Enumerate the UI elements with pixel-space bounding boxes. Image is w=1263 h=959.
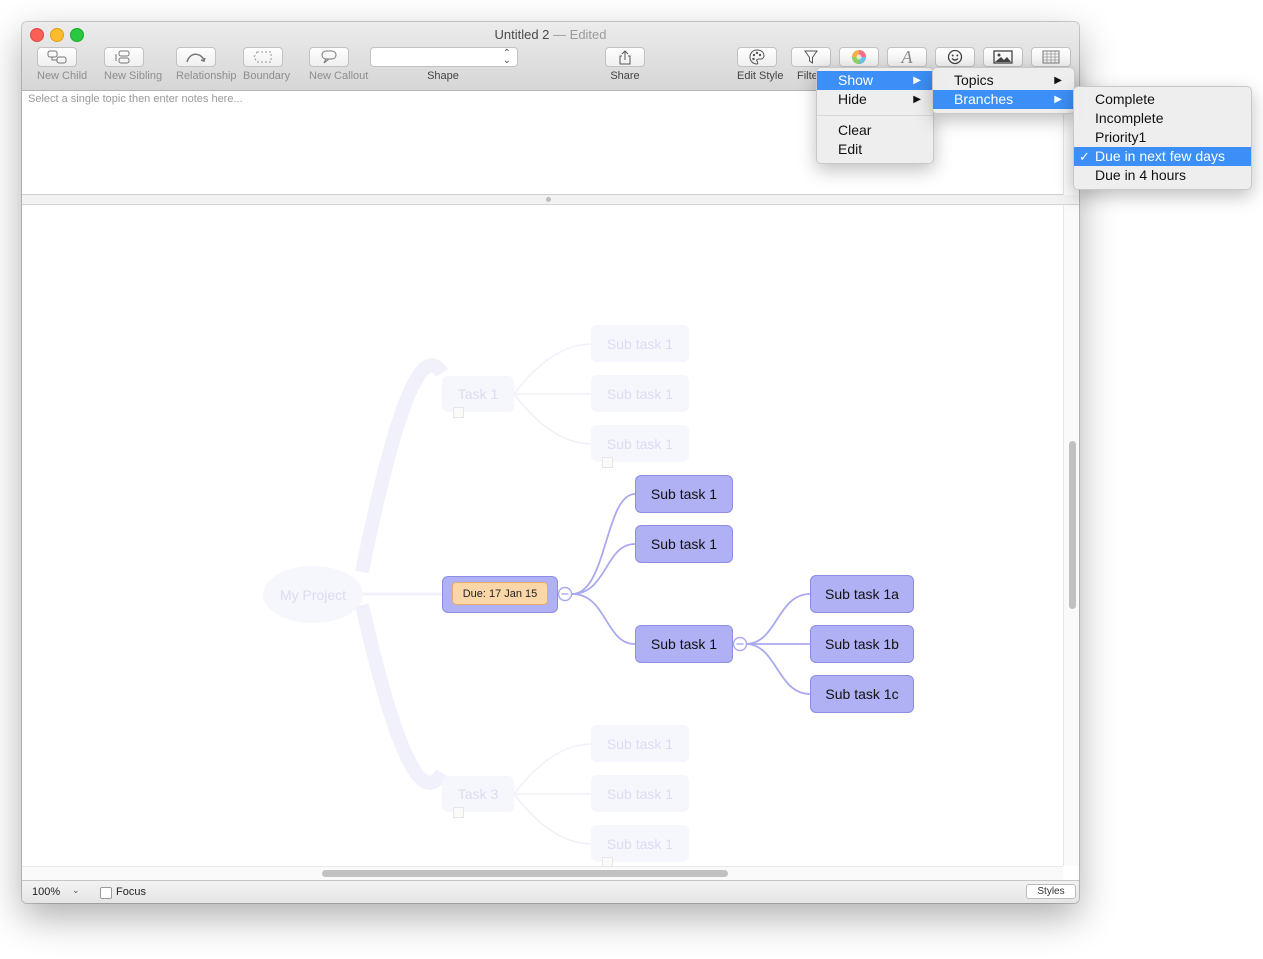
menu-item-branches-label: Branches [954,91,1014,107]
focus-checkbox[interactable] [100,887,112,899]
menu-item-hide[interactable]: Hide ▶ [817,90,933,109]
note-icon[interactable] [602,457,613,468]
edit-style-label: Edit Style [737,70,784,82]
sub-task-topic[interactable]: Sub task 1 [635,475,733,513]
image-icon[interactable] [983,47,1023,67]
menu-item-branches[interactable]: Branches ▶ [933,90,1074,109]
filter-label: Filter [797,70,822,82]
palette-icon[interactable] [737,47,777,67]
checkmark-icon: ✓ [1079,149,1090,164]
minimize-button[interactable] [50,28,64,42]
sub-task-topic[interactable]: Sub task 1 [635,525,733,563]
sub-task-1c-topic[interactable]: Sub task 1c [810,675,914,713]
color-wheel-icon[interactable] [839,47,879,67]
share-icon[interactable] [605,47,645,67]
horizontal-scroll-thumb[interactable] [322,870,728,877]
focus-label: Focus [116,886,146,898]
boundary-icon[interactable] [243,47,283,67]
menu-separator [817,115,933,116]
zoom-button[interactable] [70,28,84,42]
sub-task-topic[interactable]: Sub task 1 [591,425,689,462]
branches-submenu: Complete Incomplete Priority1 ✓ Due in n… [1073,86,1252,190]
sub-task-1a-topic[interactable]: Sub task 1a [810,575,914,613]
splitter-handle-icon[interactable] [546,197,551,202]
new-child-label: New Child [37,70,88,82]
sub-task-topic[interactable]: Sub task 1 [591,825,689,862]
callout-icon[interactable] [309,47,349,67]
close-button[interactable] [30,28,44,42]
vertical-scrollbar[interactable] [1063,205,1079,866]
splitter[interactable] [22,195,1079,205]
menu-item-show-label: Show [838,72,874,88]
table-icon[interactable] [1031,47,1071,67]
due-date-badge[interactable]: Due: 17 Jan 15 [452,582,548,605]
submenu-arrow-icon: ▶ [1054,75,1062,86]
note-icon[interactable] [602,857,613,866]
root-topic[interactable]: My Project [263,566,363,623]
new-callout-label: New Callout [309,70,369,82]
note-icon[interactable] [453,407,464,418]
menu-item-complete[interactable]: Complete [1095,91,1155,107]
chevron-updown-icon: ⌃⌄ [502,48,511,66]
branch-lines [355,343,811,845]
menu-item-topics-label: Topics [954,72,994,88]
submenu-arrow-icon: ▶ [1054,94,1062,105]
shape-label: Shape [427,70,459,82]
sub-task-topic[interactable]: Sub task 1 [591,375,689,412]
boundary-label: Boundary [243,70,291,82]
submenu-arrow-icon: ▶ [913,75,921,86]
edited-indicator: — Edited [553,27,607,42]
task-1-topic[interactable]: Task 1 [442,376,514,412]
filter-icon[interactable] [791,47,831,67]
vertical-scroll-thumb[interactable] [1069,441,1076,609]
menu-item-hide-label: Hide [838,91,867,107]
relationship-label: Relationship [176,70,237,82]
menu-item-edit[interactable]: Edit [838,141,863,157]
horizontal-scrollbar[interactable] [22,866,1063,881]
status-bar: 100% ⌄ Focus Styles [22,880,1079,903]
sub-task-topic[interactable]: Sub task 1 [591,725,689,762]
sub-task-1b-topic[interactable]: Sub task 1b [810,625,914,663]
note-icon[interactable] [453,807,464,818]
menu-item-topics[interactable]: Topics ▶ [933,71,1074,90]
show-submenu: Topics ▶ Branches ▶ [932,67,1075,114]
menu-item-show[interactable]: Show ▶ [817,71,933,90]
sub-task-topic[interactable]: Sub task 1 [591,325,689,362]
filter-menu: Show ▶ Hide ▶ Clear Edit [816,67,934,164]
window-title-text: Untitled 2 [494,27,550,42]
sub-task-topic[interactable]: Sub task 1 [591,775,689,812]
menu-item-clear[interactable]: Clear [838,122,872,138]
smiley-icon[interactable] [935,47,975,67]
menu-item-priority1[interactable]: Priority1 [1095,129,1147,145]
styles-button[interactable]: Styles [1026,884,1076,899]
mindmap-canvas[interactable]: My Project Task 1 Sub task 1 Sub task 1 … [22,205,1063,866]
share-label: Share [610,70,640,82]
relationship-icon[interactable] [176,47,216,67]
notes-placeholder: Select a single topic then enter notes h… [28,93,243,105]
submenu-arrow-icon: ▶ [913,94,921,105]
new-child-icon[interactable] [37,47,77,67]
window-title: Untitled 2 — Edited [22,27,1079,42]
new-sibling-label: New Sibling [104,70,163,82]
menu-item-due-next-days[interactable]: ✓ Due in next few days [1074,147,1251,166]
menu-item-due-4-hours[interactable]: Due in 4 hours [1095,167,1187,183]
zoom-level[interactable]: 100% [32,886,61,898]
chevron-down-icon[interactable]: ⌄ [72,885,80,895]
task-3-topic[interactable]: Task 3 [442,776,514,812]
font-icon[interactable]: A [887,47,927,67]
shape-select[interactable]: ⌃⌄ [370,47,518,67]
new-sibling-icon[interactable] [104,47,144,67]
menu-item-incomplete[interactable]: Incomplete [1095,110,1164,126]
sub-task-topic[interactable]: Sub task 1 [635,625,733,663]
menu-item-due-next-days-label: Due in next few days [1095,148,1225,164]
